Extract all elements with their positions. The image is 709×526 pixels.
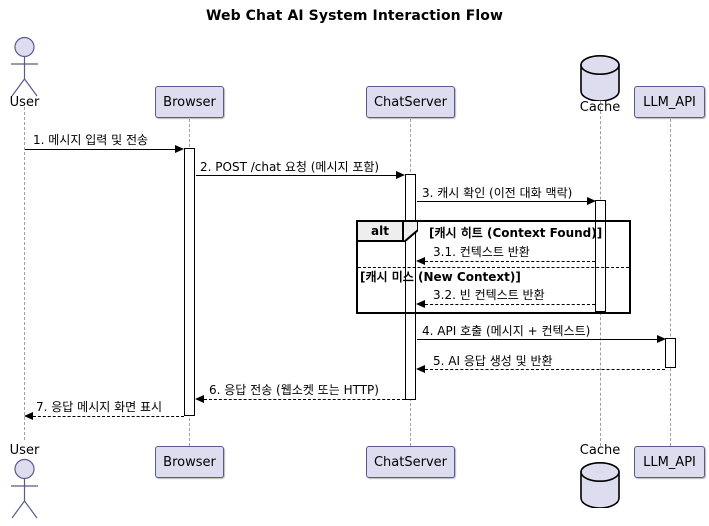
message-line-6 [204, 399, 405, 400]
message-arrowhead-1 [175, 145, 184, 153]
message-arrowhead-6 [195, 395, 204, 403]
message-label-1: 1. 메시지 입력 및 전송 [33, 133, 149, 147]
participant-box-browser-bottom[interactable]: Browser [155, 446, 224, 478]
message-line-1 [25, 149, 177, 150]
message-label-3: 3. 캐시 확인 (이전 대화 맥락) [422, 186, 573, 200]
message-line-3-1 [425, 261, 595, 262]
message-label-7: 7. 응답 메시지 화면 표시 [36, 400, 163, 414]
participant-label-chatserver-top: ChatServer [373, 94, 447, 110]
participant-label-llm_api-bottom: LLM_API [643, 454, 696, 470]
diagram-title: Web Chat AI System Interaction Flow [205, 8, 504, 24]
message-arrowhead-7 [24, 412, 33, 420]
database-cylinder-icon [580, 55, 620, 102]
message-arrowhead-3-2 [416, 300, 425, 308]
actor-figure-icon [11, 36, 38, 97]
actor-figure-icon [11, 458, 38, 519]
activation-chatserver [405, 174, 416, 400]
actor-user-top [4, 36, 45, 104]
database-cylinder-icon [580, 462, 620, 509]
message-arrowhead-3 [587, 197, 596, 205]
participant-label-browser-bottom: Browser [163, 454, 216, 470]
participant-label-cache-top: Cache [579, 100, 621, 115]
alt-fragment-frame [356, 220, 631, 314]
participant-box-llm_api-bottom[interactable]: LLM_API [634, 446, 705, 478]
participant-label-chatserver-bottom: ChatServer [373, 454, 447, 470]
message-line-3 [417, 201, 589, 202]
alt-tab-notch-icon [404, 222, 418, 242]
message-arrowhead-2 [396, 171, 405, 179]
alt-fragment-operator-tab: alt [358, 222, 404, 242]
participant-label-llm_api-top: LLM_API [643, 94, 696, 110]
message-arrowhead-5 [416, 365, 425, 373]
participant-box-browser-top[interactable]: Browser [155, 86, 224, 118]
actor-user-bottom [4, 458, 45, 526]
database-cache-top[interactable] [579, 55, 621, 105]
message-line-2 [196, 175, 398, 176]
alt-operator-label: alt [371, 224, 389, 238]
message-line-3-2 [425, 304, 595, 305]
lifeline-llm_api [670, 119, 671, 446]
participant-label-cache-bottom: Cache [579, 443, 621, 458]
message-line-7 [33, 416, 184, 417]
message-line-4 [417, 339, 659, 340]
message-arrowhead-3-1 [416, 257, 425, 265]
message-label-4: 4. API 호출 (메시지 + 컨텍스트) [422, 324, 591, 338]
message-arrowhead-4 [657, 335, 666, 343]
participant-label-user-top: User [9, 95, 40, 110]
activation-browser [184, 148, 195, 416]
activation-cache [595, 200, 606, 312]
alt-else-divider [358, 267, 629, 268]
message-line-5 [425, 369, 665, 370]
message-label-5: 5. AI 응답 생성 및 반환 [433, 354, 553, 368]
alt-guard-2: [캐시 미스 (New Context)] [360, 270, 521, 284]
participant-box-chatserver-bottom[interactable]: ChatServer [366, 446, 455, 478]
participant-box-llm_api-top[interactable]: LLM_API [634, 86, 705, 118]
alt-guard-1: [캐시 히트 (Context Found)] [429, 226, 603, 240]
activation-llm_api [665, 338, 676, 368]
lifeline-user [24, 107, 25, 440]
message-label-3-2: 3.2. 빈 컨텍스트 반환 [433, 288, 545, 302]
message-label-6: 6. 응답 전송 (웹소켓 또는 HTTP) [209, 383, 379, 397]
participant-box-chatserver-top[interactable]: ChatServer [366, 86, 455, 118]
participant-label-user-bottom: User [9, 443, 40, 458]
database-cache-bottom[interactable] [579, 462, 621, 512]
message-label-2: 2. POST /chat 요청 (메시지 포함) [200, 160, 380, 174]
participant-label-browser-top: Browser [163, 94, 216, 110]
message-label-3-1: 3.1. 컨텍스트 반환 [433, 245, 530, 259]
